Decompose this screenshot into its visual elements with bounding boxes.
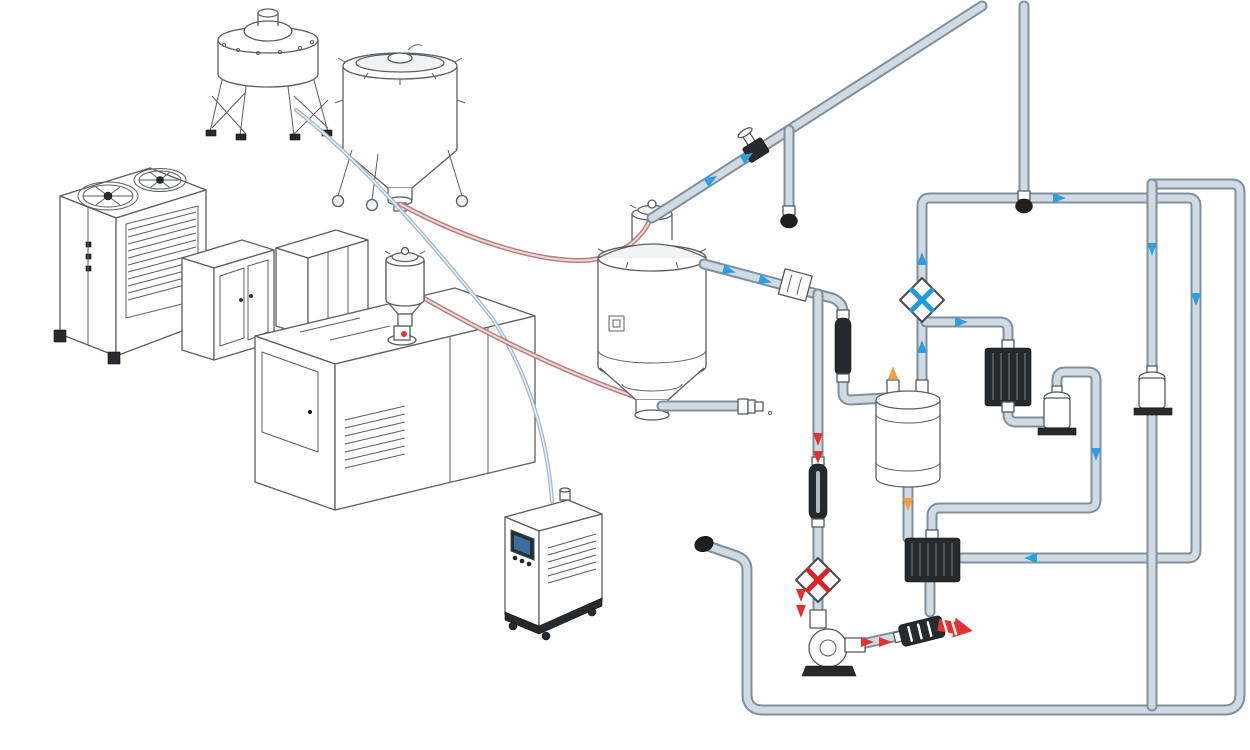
bed-panel-seams (449, 327, 489, 482)
caster-wheel (365, 198, 379, 212)
lid-clamps (384, 250, 426, 255)
sight-window (608, 315, 625, 332)
orange-flow-arrow (888, 366, 898, 379)
lid-clamps (337, 57, 463, 85)
pipe-return-diagonal (646, 0, 988, 224)
caster-wheel (455, 194, 469, 208)
lid-knob (400, 246, 410, 256)
side-lugs (334, 99, 466, 104)
fan-2 (133, 168, 187, 192)
diverter-valve-blue-x (899, 277, 945, 323)
injection-molding-machine (181, 229, 536, 511)
conveying-hose-dryer-to-receiver (389, 283, 653, 405)
hot-air-drying-hopper (597, 199, 707, 421)
red-flow-arrow (796, 605, 806, 618)
caster-wheel (331, 194, 345, 208)
button (526, 561, 532, 567)
pipe-end-cap-right (1015, 190, 1033, 214)
dryer-cone (599, 367, 705, 421)
pipe-hx1-to-blower (1002, 398, 1048, 428)
feed-throat-column (387, 325, 417, 346)
volute (808, 628, 848, 668)
lid-hub (387, 52, 413, 64)
pipe-hx1-feed (920, 316, 1014, 354)
pipe-blower-to-hx2 (926, 366, 1102, 540)
inline-air-filter (777, 268, 813, 302)
body-ring (597, 349, 707, 364)
regeneration-blower (1037, 385, 1077, 436)
heat-exchanger-upper (984, 339, 1032, 413)
hopper-receiver-loader (384, 246, 426, 327)
pipe-end-cap-left (780, 205, 798, 229)
heat-exchanger-lower (904, 529, 961, 583)
blower-inlet (809, 609, 827, 629)
tcu-base (504, 597, 603, 635)
caster (587, 607, 597, 617)
cooling-water-line (294, 108, 554, 504)
valve-knob (401, 331, 407, 337)
silencer-muffler-on-exhaust-line (808, 456, 828, 528)
tower-dome (243, 8, 293, 42)
cooling-tower (205, 8, 333, 141)
bed-door-left (261, 351, 319, 453)
tcu-vents (547, 533, 597, 584)
honeycomb-dehumidifier (875, 379, 941, 488)
tower-rim-bolts (222, 40, 314, 55)
process-blower (1133, 365, 1173, 416)
tcu-left-face (504, 516, 540, 629)
button (512, 555, 518, 561)
hopper-legs (331, 149, 469, 212)
blower-base (801, 665, 857, 677)
button (519, 558, 525, 564)
caster (508, 621, 518, 631)
angled-exhaust-muffler (892, 615, 946, 647)
insulated-storage-hopper (331, 44, 469, 212)
foot (107, 351, 121, 365)
conveying-hose-tank-to-dryer (397, 201, 653, 263)
pipe-process-up-and-return-loop (916, 192, 1202, 564)
flange-bolts (597, 248, 707, 269)
dished-cover (597, 243, 707, 259)
quick-coupling-discharge-stub (656, 398, 772, 415)
striped-exhaust-arrow (937, 617, 973, 638)
tower-stand (205, 79, 333, 141)
mold-temperature-controller (504, 487, 603, 641)
diverter-valve-red-x (795, 557, 841, 603)
red-flow-arrow (796, 589, 806, 602)
conveying-blower (801, 609, 866, 677)
pipe-end-cap-bottom (694, 535, 714, 553)
vent-slats (344, 405, 406, 469)
breather-fitting (407, 44, 423, 51)
inline-process-heater (834, 309, 852, 383)
fan-1 (77, 181, 139, 211)
caster (541, 631, 551, 641)
pipe-outer-loop (702, 178, 1246, 716)
tie-bar-lines (299, 317, 391, 341)
foot (53, 329, 67, 343)
